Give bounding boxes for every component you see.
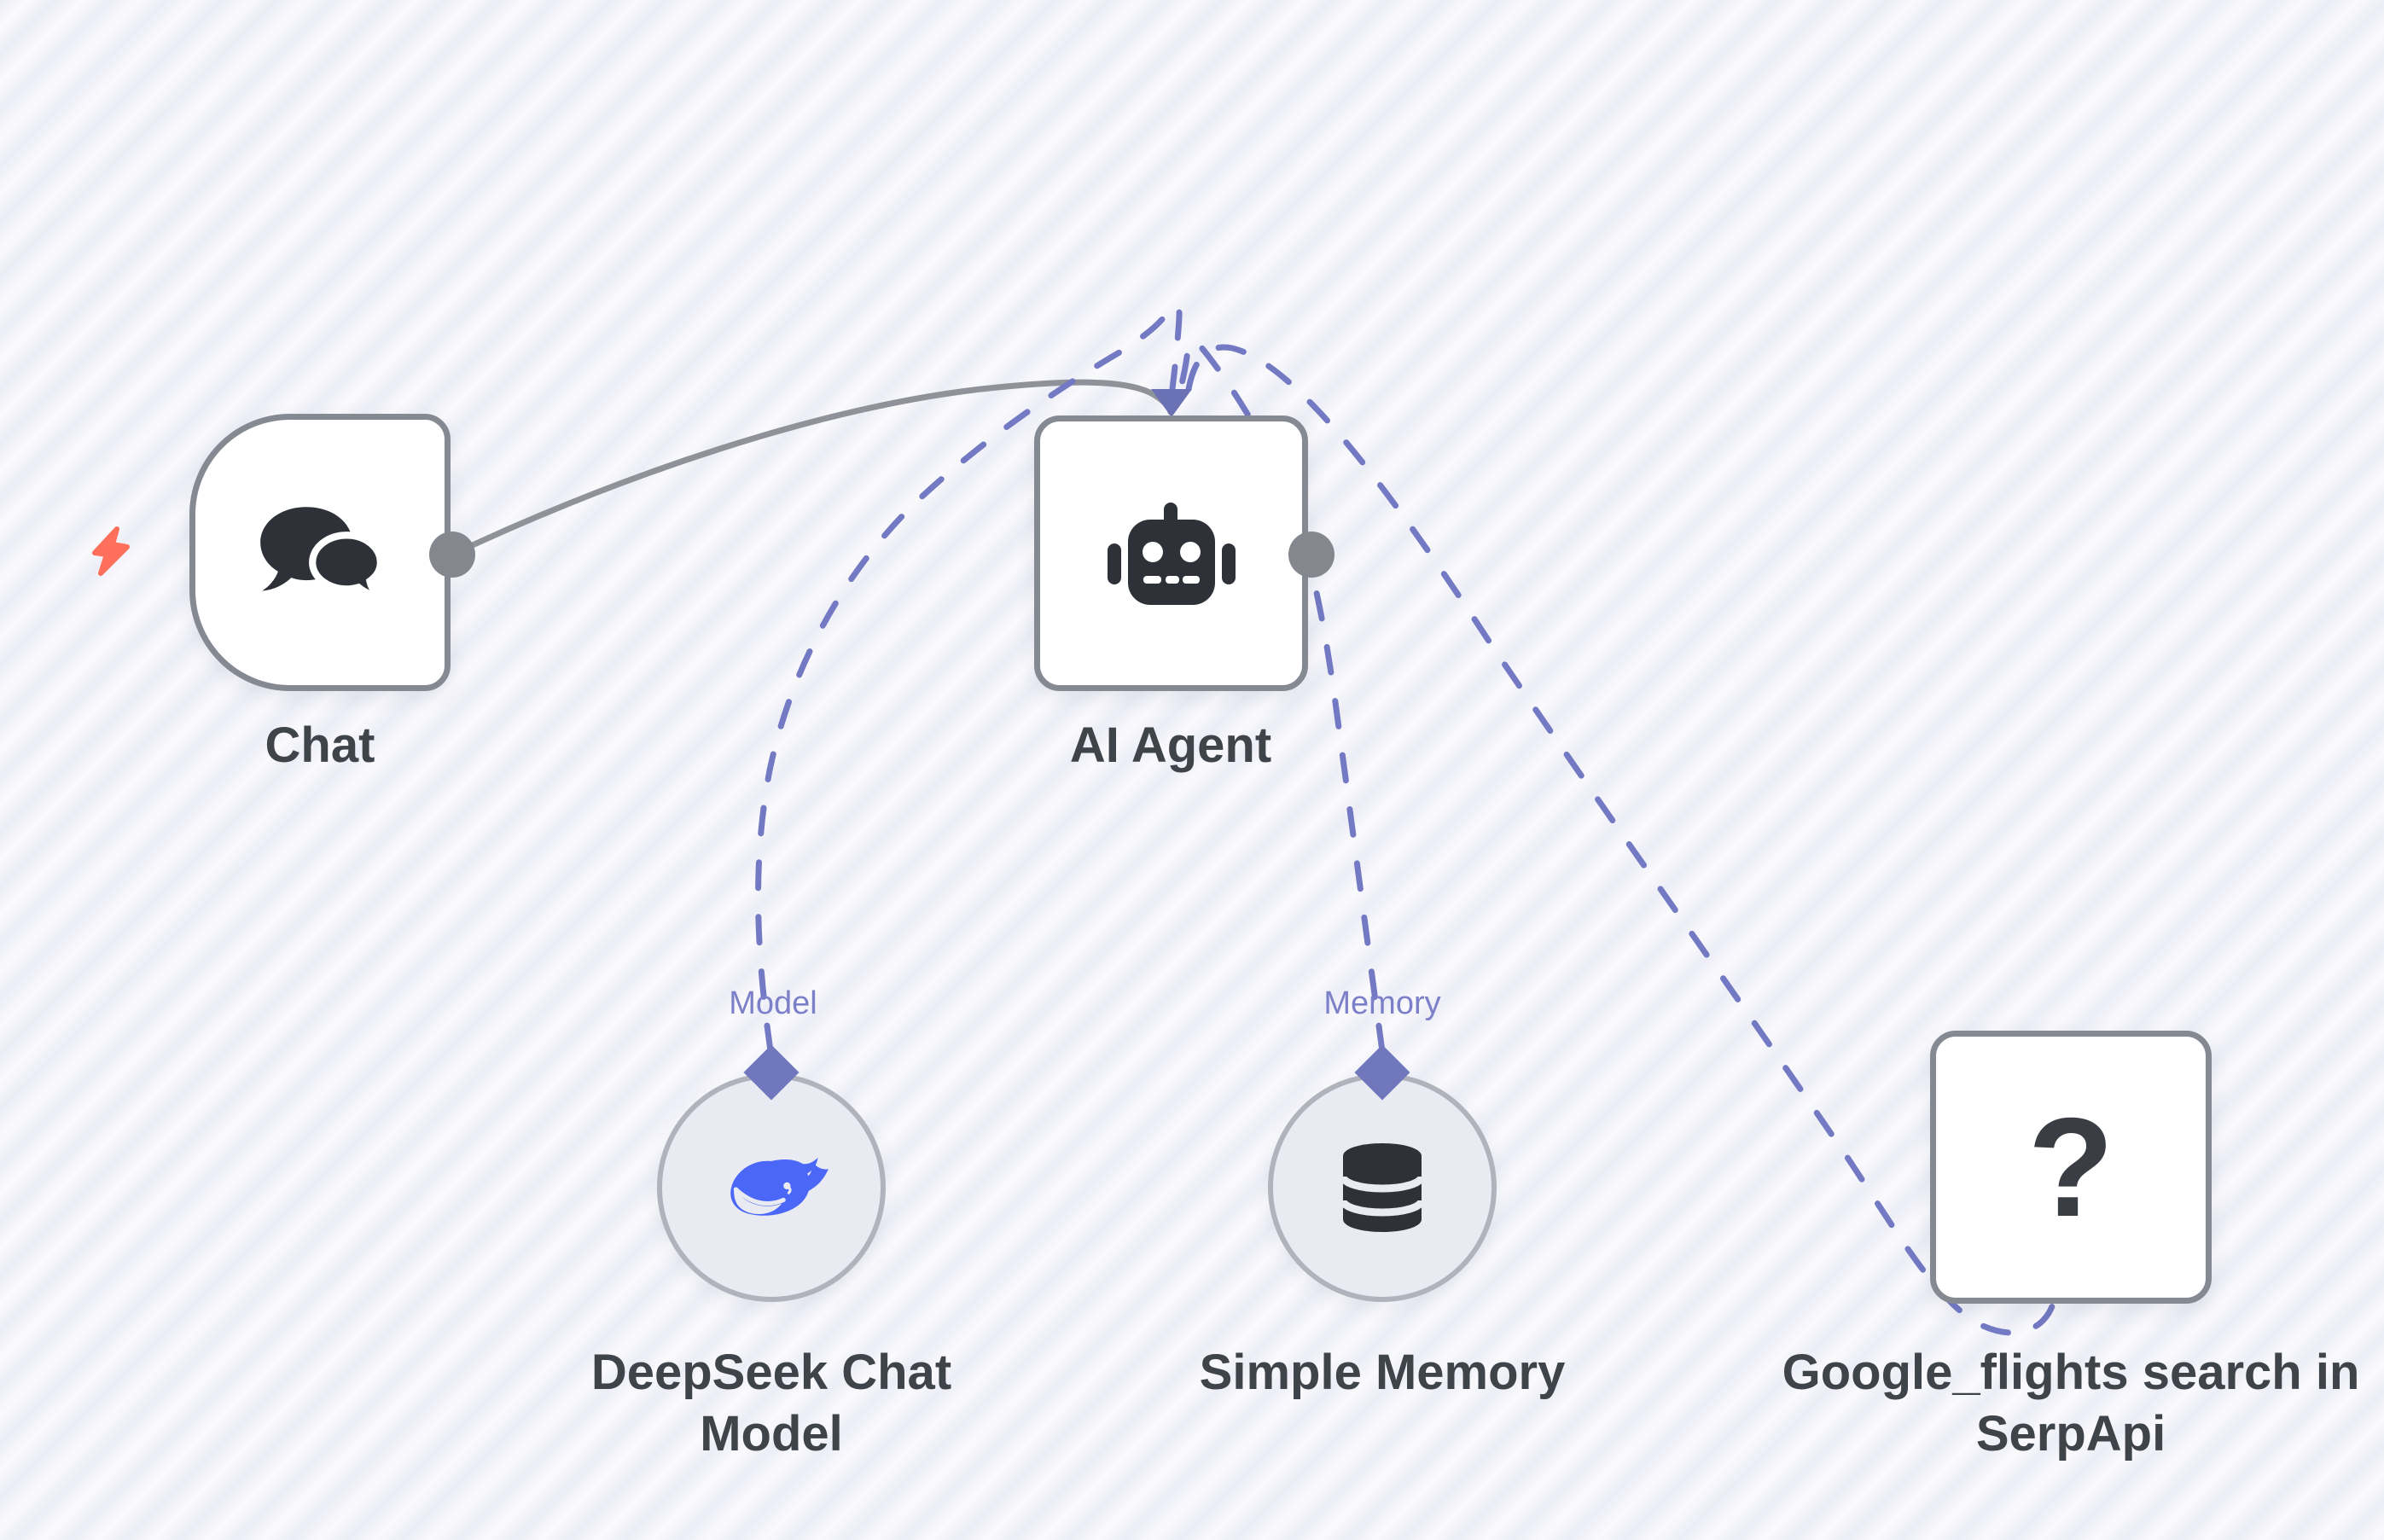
- node-deepseek-chat-model[interactable]: [657, 1073, 886, 1302]
- node-google-flights-serpapi[interactable]: ?: [1930, 1031, 2212, 1304]
- agent-input-arrowhead-icon: [1151, 389, 1192, 417]
- node-label-ai-agent: AI Agent: [1069, 718, 1272, 773]
- agent-output-port[interactable]: [1288, 532, 1334, 578]
- lightning-bolt-icon: [92, 526, 130, 576]
- chat-output-port[interactable]: [429, 532, 475, 578]
- chat-bubbles-icon: [260, 506, 384, 601]
- node-label-chat: Chat: [265, 718, 375, 773]
- node-label-simple-memory: Simple Memory: [1199, 1345, 1566, 1400]
- deepseek-whale-icon: [730, 1157, 829, 1216]
- node-chat-trigger[interactable]: [189, 414, 451, 691]
- question-mark-icon: ?: [2027, 1088, 2114, 1246]
- robot-icon: [1107, 502, 1236, 605]
- node-simple-memory[interactable]: [1268, 1073, 1497, 1302]
- database-icon: [1341, 1143, 1423, 1232]
- node-ai-agent[interactable]: [1034, 416, 1308, 691]
- port-label-model: Model: [729, 985, 817, 1021]
- node-label-deepseek: DeepSeek Chat Model: [590, 1345, 952, 1462]
- node-label-google-flights: Google_flights search in SerpApi: [1782, 1345, 2360, 1462]
- connection-tool-to-agent[interactable]: [1185, 344, 2058, 1336]
- port-label-memory: Memory: [1323, 985, 1441, 1021]
- connection-chat-to-agent[interactable]: [449, 379, 1174, 558]
- connection-model-to-agent[interactable]: [755, 302, 1183, 1055]
